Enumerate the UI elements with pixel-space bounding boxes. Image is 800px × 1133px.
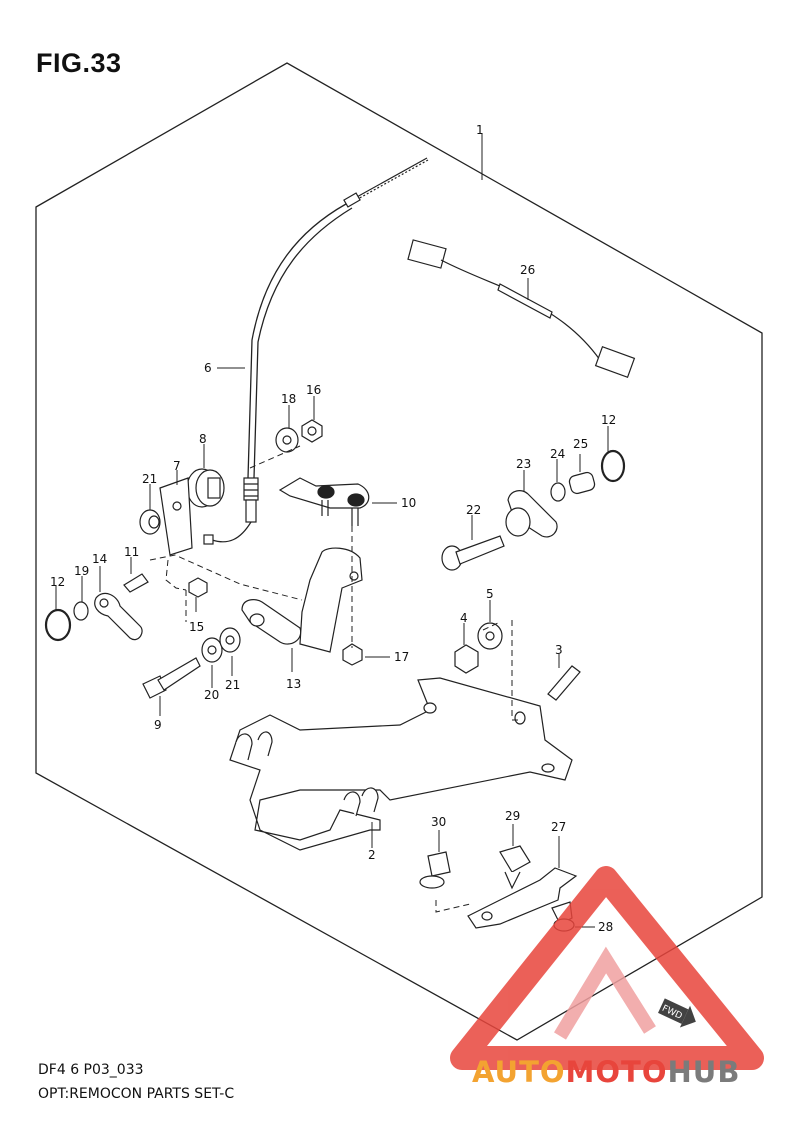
callout-27: 27 <box>551 820 566 834</box>
callout-12-right: 12 <box>601 413 616 427</box>
callout-10: 10 <box>401 496 416 510</box>
callout-23: 23 <box>516 457 531 471</box>
diagram-code: DF4 6 P03_033 <box>38 1062 144 1078</box>
callout-7: 7 <box>173 459 181 473</box>
leader-lines <box>149 445 520 913</box>
callout-6: 6 <box>204 361 212 375</box>
part-clips <box>419 845 578 932</box>
part-mount-bracket <box>229 677 573 851</box>
part-cable <box>203 157 429 545</box>
callout-26: 26 <box>520 263 535 277</box>
part-bracket-10 <box>278 477 370 526</box>
callout-labels: 1 2 3 4 5 6 7 8 9 10 11 12 12 13 14 15 1… <box>50 123 616 934</box>
callout-28: 28 <box>598 920 613 934</box>
callout-3: 3 <box>555 643 563 657</box>
callout-20: 20 <box>204 688 219 702</box>
watermark-triangle-icon <box>450 866 764 1070</box>
callout-22: 22 <box>466 503 481 517</box>
diagram-caption: OPT:REMOCON PARTS SET-C <box>38 1086 235 1102</box>
callout-15: 15 <box>189 620 204 634</box>
callout-21-lower: 21 <box>225 678 240 692</box>
callout-8: 8 <box>199 432 207 446</box>
callout-5: 5 <box>486 587 494 601</box>
callout-13: 13 <box>286 677 301 691</box>
part-hardware <box>44 419 626 701</box>
callout-30: 30 <box>431 815 446 829</box>
callout-11: 11 <box>124 545 139 559</box>
callout-16: 16 <box>306 383 321 397</box>
callout-21-upper: 21 <box>142 472 157 486</box>
part-bracket-13 <box>241 547 363 653</box>
callout-24: 24 <box>550 447 565 461</box>
callout-4: 4 <box>460 611 468 625</box>
callout-leaders <box>55 133 609 928</box>
part-wire-harness <box>407 239 636 378</box>
callout-1: 1 <box>476 123 484 137</box>
callout-9: 9 <box>154 718 162 732</box>
callout-12-left: 12 <box>50 575 65 589</box>
callout-25: 25 <box>573 437 588 451</box>
callout-29: 29 <box>505 809 520 823</box>
callout-18: 18 <box>281 392 296 406</box>
figure-title: FIG.33 <box>36 48 122 78</box>
callout-2: 2 <box>368 848 376 862</box>
assembly-frame <box>35 62 763 1041</box>
callout-19: 19 <box>74 564 89 578</box>
watermark-wordmark: AUTOMOTOHUB <box>472 1055 740 1089</box>
callout-14: 14 <box>92 552 107 566</box>
callout-17: 17 <box>394 650 409 664</box>
